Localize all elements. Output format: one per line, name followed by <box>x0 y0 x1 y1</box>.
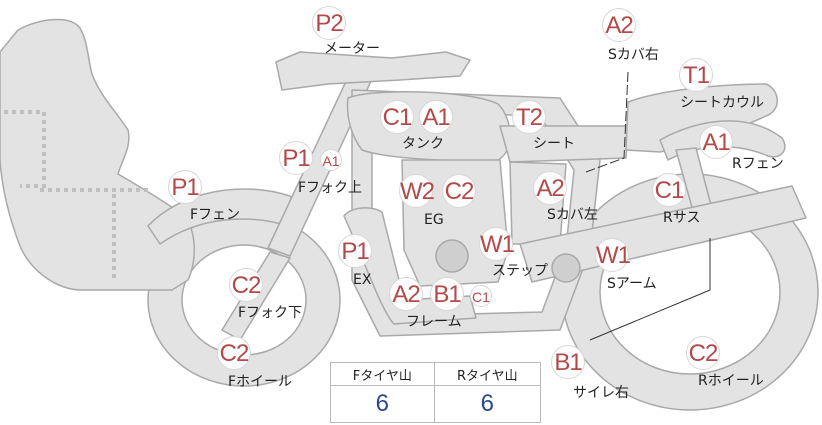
rear-tire-tread-header: Rタイヤ山 <box>433 362 542 386</box>
tire-tread-table: Fタイヤ山 Rタイヤ山 6 6 <box>330 362 542 423</box>
label-front-fender: Fフェン <box>190 207 241 223</box>
label-side-cover-right: Sカバ右 <box>608 47 659 63</box>
label-rear-fender: Rフェン <box>732 156 784 172</box>
label-tank: タンク <box>402 136 444 152</box>
label-swingarm: Sアーム <box>607 276 657 292</box>
marker-code-p1: P1 <box>279 141 313 175</box>
label-side-cover-left: Sカバ左 <box>547 207 598 223</box>
label-rear-suspension: Rサス <box>663 210 701 226</box>
label-engine: EG <box>424 212 444 228</box>
label-frame: フレーム <box>406 314 462 330</box>
marker-code-a2: A2 <box>533 171 567 205</box>
marker-code-a2: A2 <box>602 8 636 42</box>
marker-code-t1: T1 <box>679 58 713 92</box>
label-front-fork-upper: Fフォク上 <box>298 180 363 196</box>
marker-code-c1: C1 <box>470 285 492 307</box>
label-seat-cowl: シートカウル <box>680 95 764 111</box>
front-tire-tread-header: Fタイヤ山 <box>330 362 435 386</box>
marker-code-c1: C1 <box>380 100 414 134</box>
front-tire-tread-value: 6 <box>330 385 435 423</box>
marker-code-c2: C2 <box>229 268 263 302</box>
marker-code-c2: C2 <box>686 336 720 370</box>
marker-code-c1: C1 <box>652 173 686 207</box>
marker-code-b1: B1 <box>551 345 585 379</box>
marker-code-a1: A1 <box>320 149 342 171</box>
marker-code-w1: W1 <box>595 238 631 272</box>
label-silencer-right: サイレ右 <box>573 385 629 401</box>
seat-shape <box>499 125 629 163</box>
marker-code-c2: C2 <box>442 174 476 208</box>
marker-code-a2: A2 <box>389 277 423 311</box>
marker-code-p2: P2 <box>312 6 346 40</box>
marker-code-a1: A1 <box>419 100 453 134</box>
handlebar-shape <box>275 51 471 91</box>
marker-code-c2: C2 <box>217 336 251 370</box>
label-rear-wheel: Rホイール <box>698 373 764 389</box>
label-seat: シート <box>533 136 575 152</box>
marker-code-p1: P1 <box>168 170 202 204</box>
marker-code-t2: T2 <box>512 100 546 134</box>
marker-code-a1: A1 <box>699 125 733 159</box>
marker-code-p1: P1 <box>338 234 372 268</box>
marker-code-w2: W2 <box>399 174 435 208</box>
fairing-shape <box>0 18 195 291</box>
swingarm-shape <box>519 185 807 283</box>
label-exhaust: EX <box>353 272 372 288</box>
rear-tire-tread-value: 6 <box>433 385 542 423</box>
marker-code-b1: B1 <box>430 277 464 311</box>
label-meter: メーター <box>324 41 380 57</box>
label-front-fork-lower: Fフォク下 <box>238 305 303 321</box>
label-step: ステップ <box>492 263 548 279</box>
label-front-wheel: Fホイール <box>228 374 293 390</box>
marker-code-w1: W1 <box>479 227 515 261</box>
